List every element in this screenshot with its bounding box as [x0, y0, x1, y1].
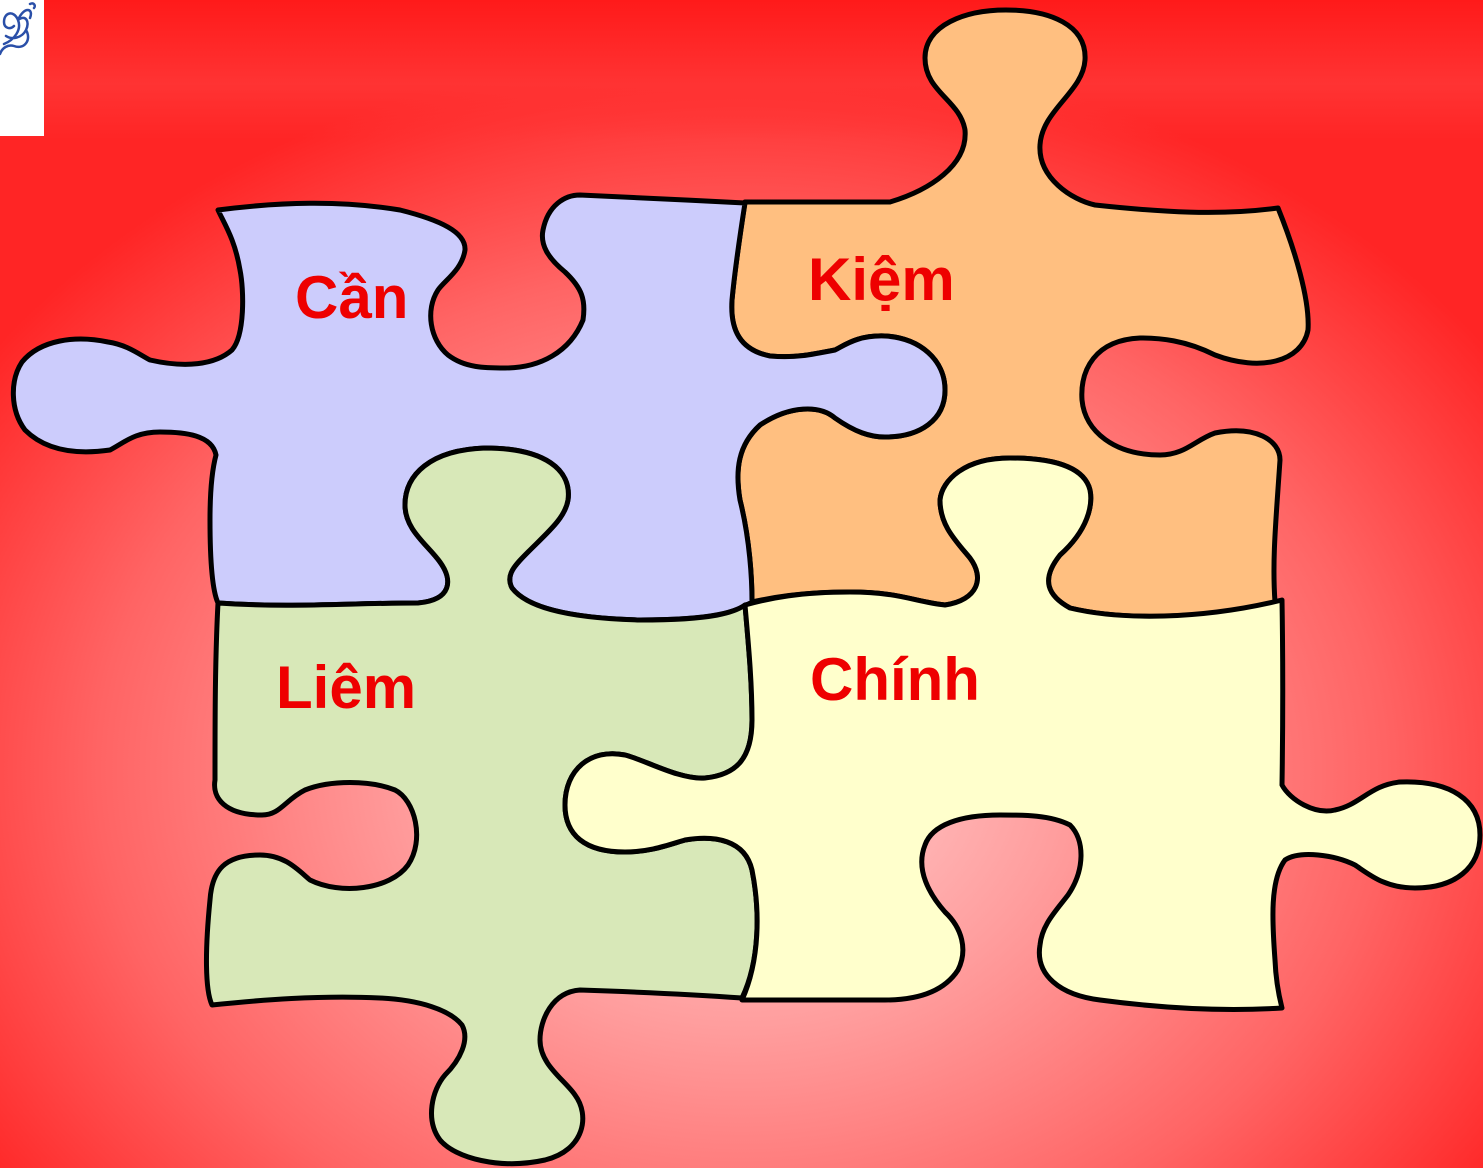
label-liem: Liêm	[276, 654, 416, 721]
label-kiem: Kiệm	[808, 246, 955, 313]
label-chinh: Chính	[810, 646, 980, 713]
label-can: Cần	[295, 264, 408, 331]
